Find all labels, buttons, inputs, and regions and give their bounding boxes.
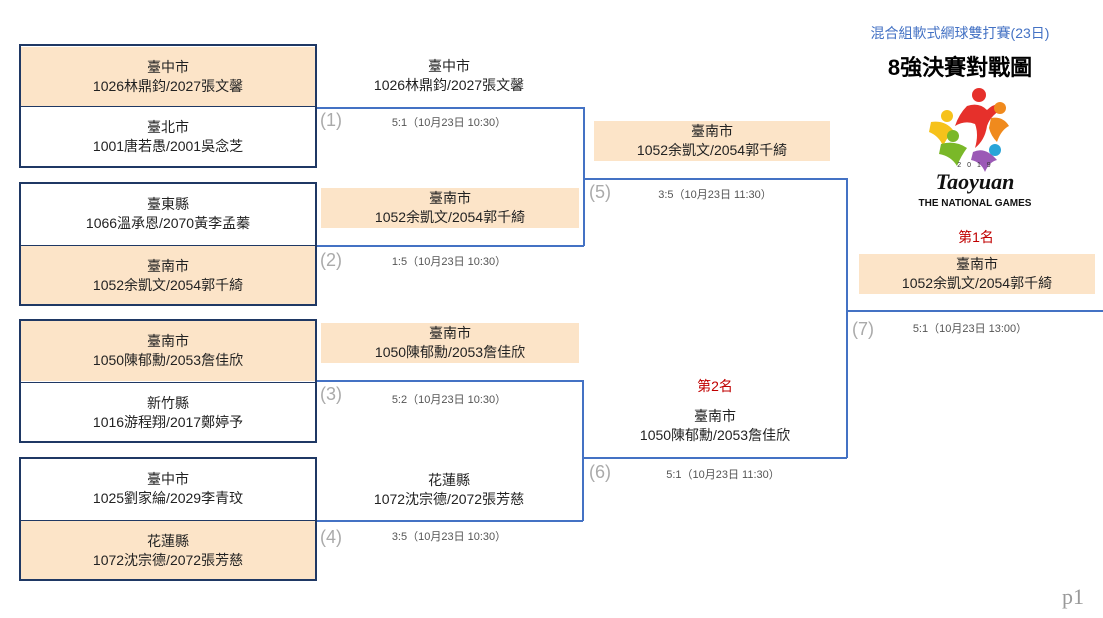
winner-city: 臺南市 <box>694 408 736 424</box>
match-score: 3:5（10月23日 11:30） <box>658 189 772 201</box>
team-city: 臺東縣 <box>147 196 189 212</box>
group-divider <box>21 520 315 521</box>
match-number-label: (2) <box>320 250 342 270</box>
bracket-line <box>317 245 584 247</box>
match-1-winner: 臺中市 1026林鼎鈞/2027張文馨 <box>320 56 578 96</box>
match-6-winner: 臺南市 1050陳郁勳/2053詹佳欣 <box>586 406 844 446</box>
bracket-line <box>583 457 847 459</box>
group-divider <box>21 245 315 246</box>
match-score: 5:1（10月23日 11:30） <box>666 469 780 481</box>
logo-figures-icon <box>929 88 1009 172</box>
match-number-label: (7) <box>852 319 874 339</box>
match-number-label: (3) <box>320 384 342 404</box>
team-slot-3: 臺東縣 1066溫承恩/2070黃李孟蓁 <box>19 184 317 244</box>
team-slot-2: 臺北市 1001唐若愚/2001吳念芝 <box>19 107 317 167</box>
match-7-winner: 臺南市 1052余凱文/2054郭千綺 <box>859 254 1095 294</box>
team-players: 1050陳郁勳/2053詹佳欣 <box>92 352 244 368</box>
match-5-winner: 臺南市 1052余凱文/2054郭千綺 <box>594 121 830 161</box>
match-score: 5:1（10月23日 13:00） <box>912 323 1028 335</box>
team-slot-7: 臺中市 1025劉家綸/2029李青玟 <box>19 459 317 519</box>
group-divider <box>21 382 315 383</box>
match-3-winner: 臺南市 1050陳郁勳/2053詹佳欣 <box>321 323 579 363</box>
match-number-label: (6) <box>589 462 611 482</box>
bracket-title: 8強決賽對戰圖 <box>887 55 1033 80</box>
bracket-line <box>317 380 583 382</box>
winner-city: 花蓮縣 <box>428 472 470 488</box>
winner-players: 1052余凱文/2054郭千綺 <box>901 275 1053 291</box>
winner-players: 1050陳郁勳/2053詹佳欣 <box>374 344 526 360</box>
bracket-line <box>584 178 847 180</box>
team-slot-6: 新竹縣 1016游程翔/2017鄭婷予 <box>19 383 317 443</box>
logo-city: Taoyuan <box>935 169 1015 194</box>
winner-players: 1026林鼎鈞/2027張文馨 <box>373 77 525 93</box>
winner-players: 1052余凱文/2054郭千綺 <box>636 142 788 158</box>
match-number-label: (1) <box>320 110 342 130</box>
team-players: 1001唐若愚/2001吳念芝 <box>92 138 244 154</box>
page-number: p1 <box>1062 584 1084 609</box>
bracket-line <box>846 178 848 458</box>
team-slot-4: 臺南市 1052余凱文/2054郭千綺 <box>19 246 317 306</box>
winner-players: 1052余凱文/2054郭千綺 <box>374 209 526 225</box>
bracket-line <box>582 380 584 521</box>
winner-players: 1072沈宗德/2072張芳慈 <box>373 491 525 507</box>
team-slot-8: 花蓮縣 1072沈宗德/2072張芳慈 <box>19 521 317 581</box>
match-number-label: (5) <box>589 182 611 202</box>
team-players: 1066溫承恩/2070黃李孟蓁 <box>85 215 251 231</box>
bracket-subtitle: 混合組軟式網球雙打賽(23日) <box>870 25 1050 41</box>
logo-year: 2 0 1 9 <box>957 162 993 169</box>
match-score: 5:1（10月23日 10:30） <box>391 117 507 129</box>
team-players: 1052余凱文/2054郭千綺 <box>92 277 244 293</box>
logo-games: THE NATIONAL GAMES <box>918 198 1032 209</box>
national-games-logo: 2 0 1 9 Taoyuan THE NATIONAL GAMES <box>905 86 1045 212</box>
team-city: 臺中市 <box>147 471 189 487</box>
second-place-label: 第2名 <box>697 378 733 394</box>
winner-city: 臺南市 <box>429 325 471 341</box>
team-players: 1072沈宗德/2072張芳慈 <box>92 552 244 568</box>
team-city: 臺南市 <box>147 333 189 349</box>
match-score: 3:5（10月23日 10:30） <box>391 531 507 543</box>
team-slot-1: 臺中市 1026林鼎鈞/2027張文馨 <box>19 47 317 107</box>
winner-players: 1050陳郁勳/2053詹佳欣 <box>639 427 791 443</box>
match-2-winner: 臺南市 1052余凱文/2054郭千綺 <box>321 188 579 228</box>
winner-city: 臺中市 <box>428 58 470 74</box>
team-city: 臺中市 <box>147 59 189 75</box>
winner-city: 臺南市 <box>691 123 733 139</box>
team-players: 1026林鼎鈞/2027張文馨 <box>92 78 244 94</box>
match-number-label: (4) <box>320 527 342 547</box>
match-4-winner: 花蓮縣 1072沈宗德/2072張芳慈 <box>320 470 578 510</box>
team-city: 臺北市 <box>147 119 189 135</box>
team-slot-5: 臺南市 1050陳郁勳/2053詹佳欣 <box>19 321 317 381</box>
bracket-line <box>847 310 1103 312</box>
match-score: 5:2（10月23日 10:30） <box>391 394 507 406</box>
match-score: 1:5（10月23日 10:30） <box>391 256 507 268</box>
bracket-line <box>317 520 583 522</box>
team-players: 1016游程翔/2017鄭婷予 <box>92 414 244 430</box>
bracket-line <box>317 107 584 109</box>
first-place-label: 第1名 <box>958 229 994 245</box>
team-city: 新竹縣 <box>147 395 189 411</box>
winner-city: 臺南市 <box>956 256 998 272</box>
team-city: 臺南市 <box>147 258 189 274</box>
bracket-line <box>583 107 585 246</box>
group-divider <box>21 106 315 107</box>
team-city: 花蓮縣 <box>147 533 189 549</box>
team-players: 1025劉家綸/2029李青玟 <box>92 490 244 506</box>
winner-city: 臺南市 <box>429 190 471 206</box>
